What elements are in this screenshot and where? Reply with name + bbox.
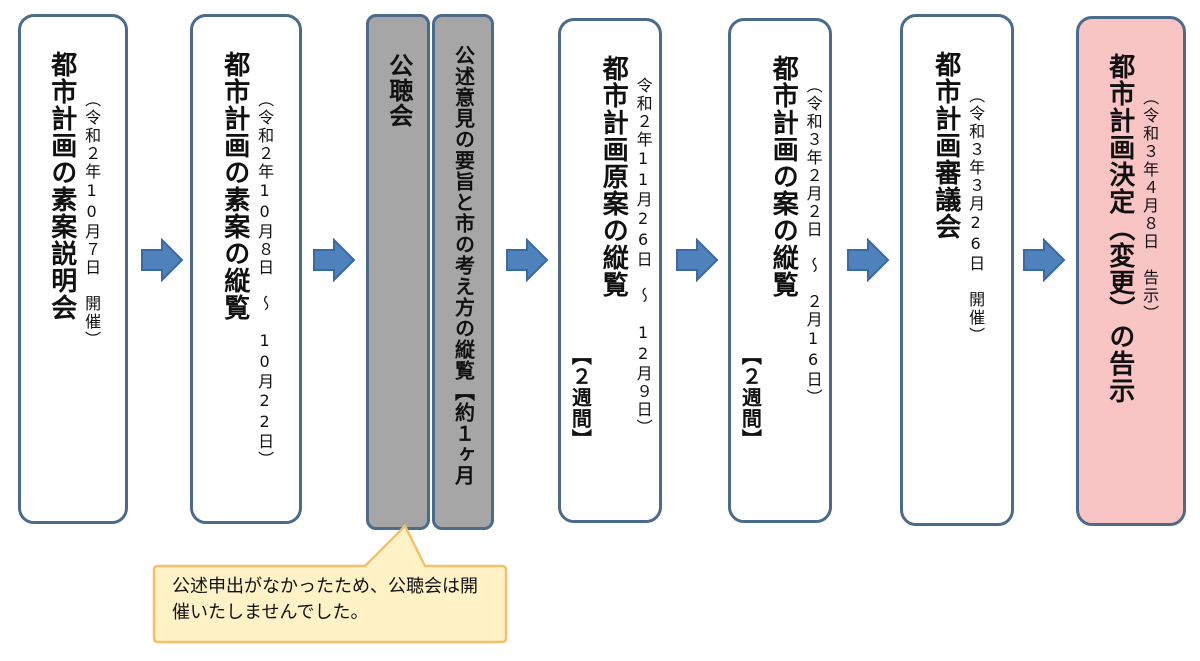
step-4-date: 令和２年11月26日 ～ 12月９日）: [633, 77, 653, 437]
step-7-box: 都市計画決定（変更）の告示 （令和３年４月８日 告示）: [1076, 16, 1186, 526]
arrow-right-icon: [506, 238, 549, 282]
step-4-box: 【２週間】 都市計画原案の縦覧 令和２年11月26日 ～ 12月９日）: [558, 18, 662, 523]
step-5-title: 都市計画の案の縦覧: [768, 55, 799, 298]
step-4-title: 都市計画原案の縦覧: [598, 55, 629, 298]
step-7-date: （令和３年４月８日 告示）: [1140, 89, 1160, 323]
step-6-date: （令和３年３月26日 開催）: [966, 87, 986, 345]
step-7-title: 都市計画決定（変更）の告示: [1104, 53, 1135, 404]
step-2-date: （令和２年10月８日 ～ 10月22日）: [255, 91, 275, 469]
public-hearing-box: 公聴会: [366, 14, 430, 530]
arrow-right-icon: [847, 238, 890, 282]
step-6-title: 都市計画審議会: [930, 51, 961, 240]
step-5-tag: 【２週間】: [738, 345, 763, 450]
arrow-right-icon: [313, 238, 356, 282]
public-opinion-note: 公述意見の要旨と市の考え方の縦覧【約１ヶ月: [451, 45, 476, 486]
public-hearing-title: 公聴会: [384, 53, 413, 128]
step-4-tag: 【２週間】: [568, 345, 593, 450]
step-2-title: 都市計画の素案の縦覧: [219, 51, 250, 321]
step-1-title: 都市計画の素案説明会: [46, 51, 77, 321]
callout-bubble: [152, 523, 508, 644]
step-5-box: 【２週間】 都市計画の案の縦覧 （令和３年２月２日 ～ ２月16日）: [728, 18, 832, 523]
step-2-box: 都市計画の素案の縦覧 （令和２年10月８日 ～ 10月22日）: [190, 14, 302, 524]
step-6-box: 都市計画審議会 （令和３年３月26日 開催）: [900, 14, 1014, 526]
arrow-right-icon: [676, 238, 719, 282]
step-5-date: （令和３年２月２日 ～ ２月16日）: [803, 77, 823, 407]
step-1-date: （令和２年10月７日 開催）: [82, 91, 102, 349]
public-opinion-box: 公述意見の要旨と市の考え方の縦覧【約１ヶ月: [432, 14, 494, 530]
callout-text: 公述申出がなかったため、公聴会は開催いたしませんでした。: [172, 576, 478, 623]
step-1-box: （令和２年10月７日 開催） 都市計画の素案説明会: [18, 14, 128, 524]
arrow-right-icon: [141, 238, 184, 282]
arrow-right-icon: [1023, 238, 1066, 282]
